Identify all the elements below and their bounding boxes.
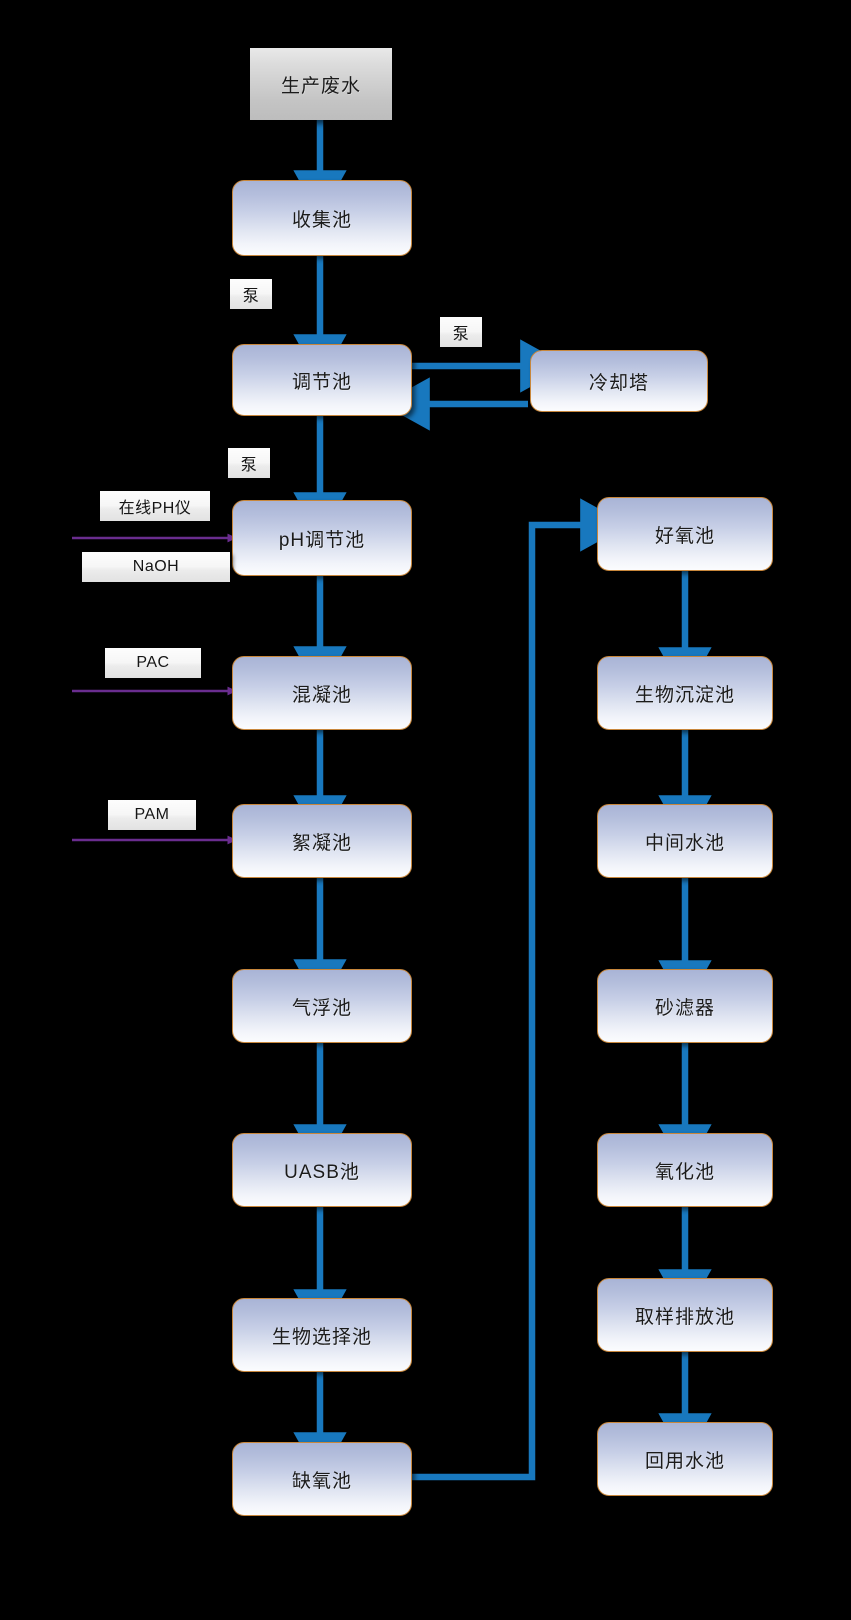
tag-pump-ph-feed[interactable]: 泵	[228, 448, 270, 478]
node-oxidation-tank[interactable]: 氧化池	[597, 1133, 773, 1207]
node-flotation-tank[interactable]: 气浮池	[232, 969, 412, 1043]
node-biological-selector-tank[interactable]: 生物选择池	[232, 1298, 412, 1372]
node-intermediate-tank[interactable]: 中间水池	[597, 804, 773, 878]
tag-online-ph-meter[interactable]: 在线PH仪	[100, 491, 210, 521]
tag-label: NaOH	[132, 558, 180, 575]
node-sand-filter[interactable]: 砂滤器	[597, 969, 773, 1043]
node-flocculation-tank[interactable]: 絮凝池	[232, 804, 412, 878]
tag-label: 泵	[452, 326, 470, 343]
node-label: 冷却塔	[588, 372, 649, 394]
node-label: 回用水池	[644, 1450, 725, 1472]
node-label: 混凝池	[291, 684, 352, 706]
node-label: pH调节池	[278, 529, 366, 551]
node-sampling-discharge-tank[interactable]: 取样排放池	[597, 1278, 773, 1352]
node-ph-adjustment-tank[interactable]: pH调节池	[232, 500, 412, 576]
tag-pac-dosing[interactable]: PAC	[105, 648, 201, 678]
node-label: 取样排放池	[634, 1306, 735, 1328]
node-label: UASB池	[284, 1161, 360, 1183]
node-label: 收集池	[291, 209, 352, 231]
node-label: 絮凝池	[291, 832, 352, 854]
tag-pump-coolingtower-feed[interactable]: 泵	[440, 317, 482, 347]
node-uasb-tank[interactable]: UASB池	[232, 1133, 412, 1207]
node-label: 调节池	[291, 371, 352, 393]
node-label: 好氧池	[654, 525, 715, 547]
tag-pam-dosing[interactable]: PAM	[108, 800, 196, 830]
node-label: 生物沉淀池	[634, 684, 735, 706]
node-equalization-tank[interactable]: 调节池	[232, 344, 412, 416]
node-cooling-tower[interactable]: 冷却塔	[530, 350, 708, 412]
tag-naoh-dosing[interactable]: NaOH	[82, 552, 230, 582]
node-label: 生产废水	[280, 75, 361, 97]
tag-label: 泵	[240, 457, 258, 474]
node-aerobic-tank[interactable]: 好氧池	[597, 497, 773, 571]
node-anoxic-tank[interactable]: 缺氧池	[232, 1442, 412, 1516]
node-label: 砂滤器	[654, 997, 715, 1019]
tag-label: PAM	[134, 806, 170, 823]
node-biological-settling-tank[interactable]: 生物沉淀池	[597, 656, 773, 730]
node-label: 生物选择池	[271, 1326, 372, 1348]
tag-label: 泵	[242, 288, 260, 305]
node-coagulation-tank[interactable]: 混凝池	[232, 656, 412, 730]
wire-anoxic-to-aerobic	[410, 498, 629, 1481]
node-label: 气浮池	[291, 997, 352, 1019]
tag-label: 在线PH仪	[118, 500, 192, 517]
tag-pump-collection-outlet[interactable]: 泵	[230, 279, 272, 309]
node-reuse-water-tank[interactable]: 回用水池	[597, 1422, 773, 1496]
node-source-wastewater[interactable]: 生产废水	[250, 48, 392, 120]
node-label: 氧化池	[654, 1161, 715, 1183]
node-label: 缺氧池	[291, 1470, 352, 1492]
node-collection-tank[interactable]: 收集池	[232, 180, 412, 256]
tag-label: PAC	[136, 654, 170, 671]
node-label: 中间水池	[644, 832, 725, 854]
